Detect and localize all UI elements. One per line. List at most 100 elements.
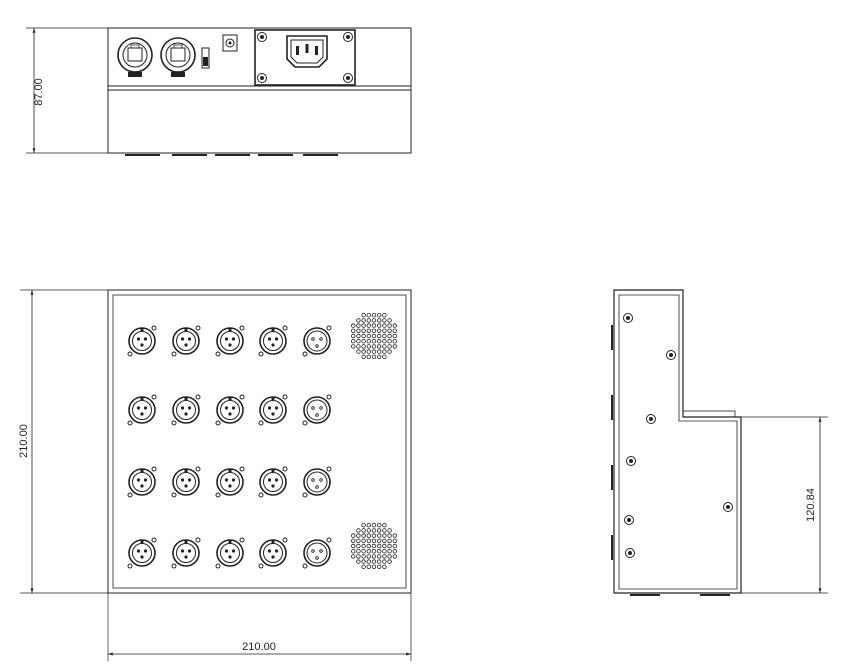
vent-hole — [361, 564, 366, 569]
vent-hole — [371, 323, 377, 328]
vent-hole — [382, 523, 387, 528]
vent-hole — [356, 318, 361, 323]
vent-hole — [387, 349, 392, 354]
vent-hole — [361, 538, 366, 543]
vent-hole — [377, 554, 382, 559]
vent-hole — [366, 344, 371, 349]
vent-hole — [351, 549, 356, 554]
vent-hole — [361, 344, 366, 349]
dimension-label-side-height: 120.84 — [805, 488, 817, 522]
vent-hole — [371, 313, 377, 318]
vent-hole — [356, 328, 361, 333]
vent-hole — [366, 328, 371, 333]
vent-hole — [371, 339, 377, 344]
vent-hole — [392, 328, 397, 333]
vent-hole — [356, 333, 361, 339]
vent-hole — [366, 323, 371, 328]
vent-hole — [377, 564, 382, 569]
vent-hole — [377, 559, 382, 564]
vent-hole — [371, 564, 377, 569]
vent-hole — [387, 344, 392, 349]
vent-hole — [366, 533, 371, 538]
vent-hole — [382, 328, 387, 333]
ethercon-connector-2 — [160, 37, 196, 77]
dimension-label-front-height: 87.00 — [33, 78, 45, 106]
vent-hole — [356, 543, 361, 549]
vent-hole — [382, 559, 387, 564]
vent-hole — [387, 538, 392, 543]
vent-hole — [356, 549, 361, 554]
vent-hole — [387, 339, 392, 344]
vent-hole — [377, 533, 382, 538]
vent-hole — [371, 328, 377, 333]
vent-hole — [382, 349, 387, 354]
vent-hole — [382, 344, 387, 349]
vent-hole — [392, 339, 397, 344]
vent-hole — [377, 344, 382, 349]
vent-hole — [371, 318, 377, 323]
vent-hole — [387, 318, 392, 323]
vent-hole — [382, 564, 387, 569]
vent-hole — [387, 528, 392, 533]
vent-hole — [377, 333, 382, 339]
vent-hole — [371, 344, 377, 349]
vent-hole — [371, 549, 377, 554]
vent-hole — [387, 333, 392, 339]
dc-jack-icon — [222, 34, 238, 52]
vent-hole — [366, 564, 371, 569]
dimension-label-top-width: 210.00 — [242, 641, 276, 653]
vent-hole — [382, 318, 387, 323]
side-view-inner-outline — [618, 294, 738, 590]
vent-hole — [377, 328, 382, 333]
vent-hole — [361, 354, 366, 359]
vent-hole — [356, 349, 361, 354]
vent-hole — [387, 328, 392, 333]
vent-hole — [366, 354, 371, 359]
vent-hole — [387, 549, 392, 554]
xlr-connector-grid — [127, 325, 332, 569]
vent-hole — [377, 543, 382, 549]
vent-hole — [377, 538, 382, 543]
vent-hole — [361, 339, 366, 344]
vent-hole — [361, 323, 366, 328]
top-view — [20, 289, 412, 661]
dimension-front-height — [26, 27, 108, 154]
vent-hole — [371, 349, 377, 354]
vent-hole — [387, 543, 392, 549]
vent-hole — [366, 538, 371, 543]
dimension-top-depth — [20, 289, 108, 594]
vent-hole — [356, 559, 361, 564]
vent-hole — [366, 333, 371, 339]
vent-hole — [356, 533, 361, 538]
vent-hole — [377, 549, 382, 554]
vent-hole — [371, 538, 377, 543]
vent-hole — [351, 328, 356, 333]
vent-hole — [351, 344, 356, 349]
vent-hole — [351, 543, 356, 549]
vent-hole — [371, 333, 377, 339]
vent-hole — [361, 523, 366, 528]
vent-hole — [356, 323, 361, 328]
vent-hole — [361, 333, 366, 339]
vent-hole — [366, 523, 371, 528]
vent-hole — [361, 313, 366, 318]
vent-hole — [392, 543, 397, 549]
vent-hole — [377, 354, 382, 359]
vent-hole — [366, 543, 371, 549]
vent-hole — [366, 554, 371, 559]
vent-hole — [371, 354, 377, 359]
vent-hole — [387, 559, 392, 564]
vent-hole — [392, 549, 397, 554]
vent-hole — [382, 313, 387, 318]
vent-hole — [361, 543, 366, 549]
vent-hole — [366, 318, 371, 323]
vent-hole — [351, 323, 356, 328]
vent-hole — [351, 533, 356, 538]
vent-hole — [392, 538, 397, 543]
vent-hole — [382, 543, 387, 549]
front-view — [26, 27, 412, 156]
vent-hole — [382, 528, 387, 533]
vent-hole — [351, 554, 356, 559]
top-view-plate — [112, 294, 407, 589]
speaker-grille-bottom — [351, 523, 397, 569]
